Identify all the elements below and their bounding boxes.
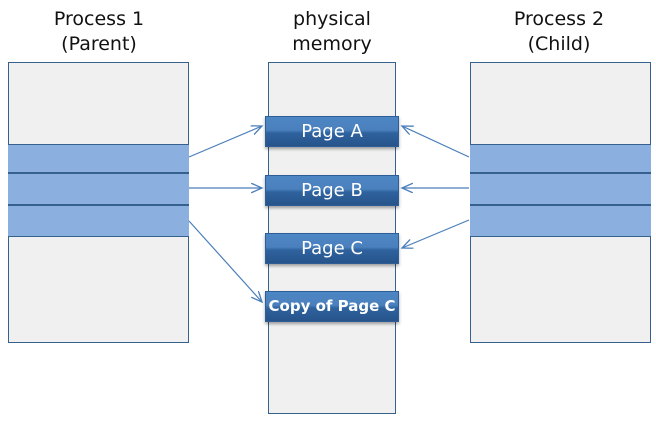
arrow-process1-to-page-a — [188, 126, 262, 158]
arrow-process1-to-copy-of-page-c — [188, 220, 262, 302]
arrow-process2-to-page-a — [402, 126, 470, 158]
process1-address-space — [8, 62, 189, 343]
memory-page-a: Page A — [265, 116, 399, 147]
process1-title: Process 1 (Parent) — [53, 8, 145, 55]
process2-segment-2 — [470, 173, 651, 205]
process1-segment-1 — [8, 144, 189, 173]
memory-copy-of-page-c: Copy of Page C — [265, 291, 399, 322]
process1-segment-3 — [8, 205, 189, 237]
process2-title: Process 2 (Child) — [513, 8, 605, 55]
process2-segment-3 — [470, 205, 651, 237]
process1-segment-2 — [8, 173, 189, 205]
memory-page-b: Page B — [265, 175, 399, 206]
arrow-process2-to-page-c — [402, 219, 470, 248]
memory-page-c: Page C — [265, 233, 399, 264]
process2-address-space — [470, 62, 651, 343]
physical-memory-title: physical memory — [292, 8, 372, 55]
process2-segment-1 — [470, 144, 651, 173]
